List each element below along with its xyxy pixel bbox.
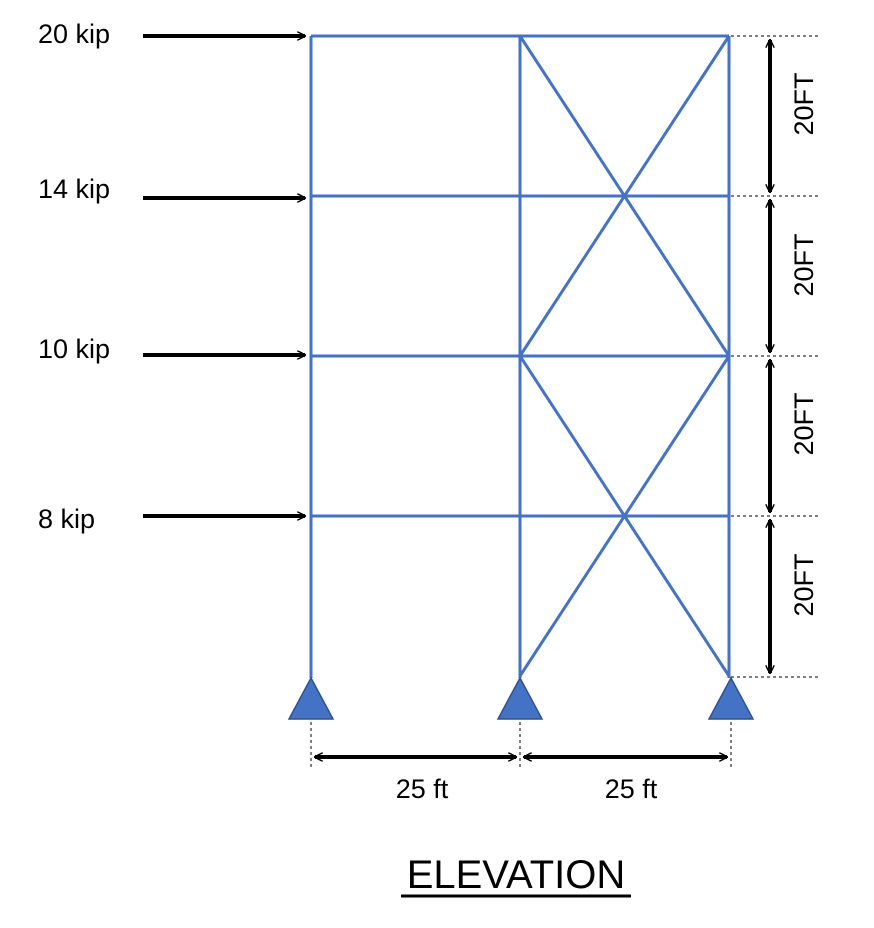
extension-lines-horizontal-dims	[310, 722, 732, 770]
load-label-roof: 20 kip	[38, 19, 110, 49]
story-height-label: 20FT	[789, 553, 819, 616]
diagram-title: ELEVATION	[407, 853, 626, 897]
bay-width-label: 25 ft	[396, 774, 449, 804]
story-height-label: 20FT	[789, 233, 819, 296]
pin-support-left	[287, 676, 335, 720]
story-height-label: 20FT	[789, 72, 819, 135]
supports	[287, 676, 755, 720]
pin-support-right	[707, 676, 755, 720]
brace	[518, 355, 731, 677]
bay-width-label: 25 ft	[605, 774, 658, 804]
load-label-level-1: 8 kip	[38, 504, 95, 534]
pin-support-middle	[496, 676, 544, 720]
load-label-level-2: 10 kip	[38, 334, 110, 364]
extension-lines-vertical-dims	[731, 35, 818, 678]
story-height-label: 20FT	[789, 392, 819, 455]
load-label-level-3: 14 kip	[38, 174, 110, 204]
brace	[518, 35, 731, 357]
frame	[309, 34, 731, 678]
load-arrows	[143, 36, 305, 516]
